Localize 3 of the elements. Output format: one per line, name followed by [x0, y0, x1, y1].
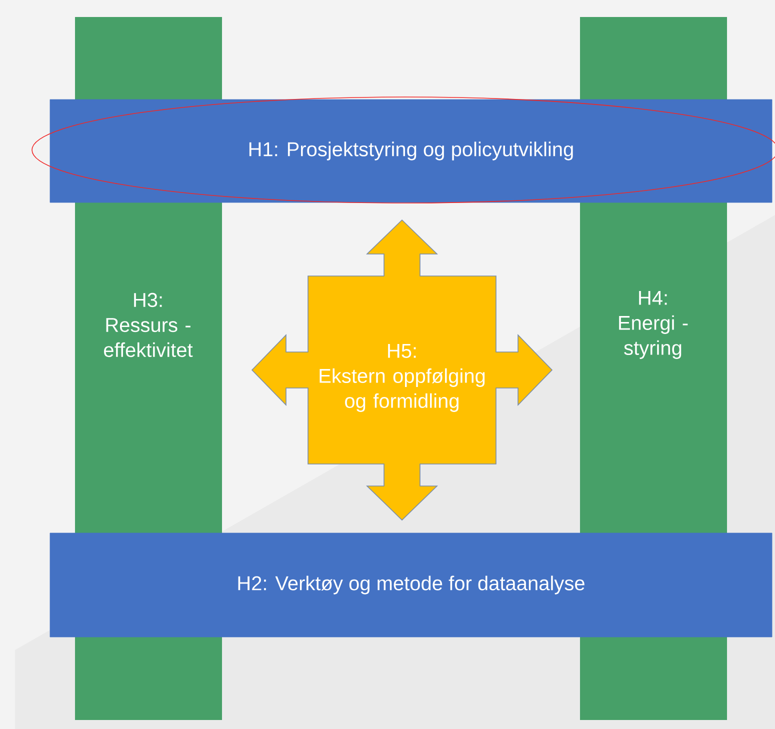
four-way-arrow-box: H5: Ekstern oppfølging og formidling: [251, 219, 553, 521]
band-box: H2: Verktøy og metode for dataanalyse: [50, 532, 772, 638]
band-box: H1: Prosjektstyring og policyutvikling: [50, 99, 772, 203]
